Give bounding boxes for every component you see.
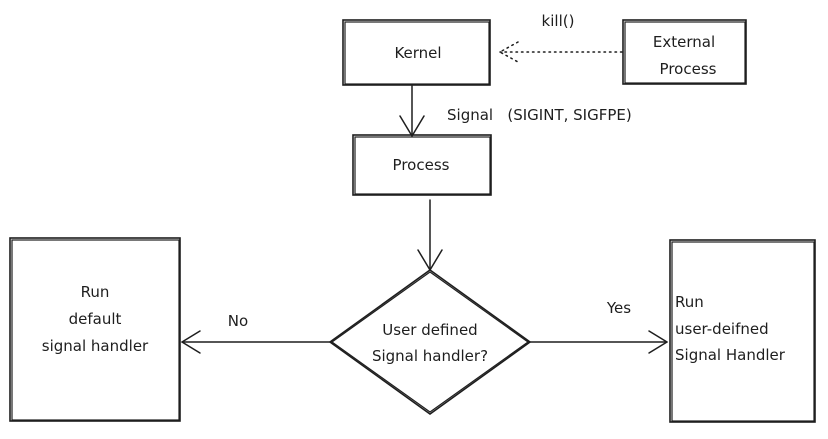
signal-label: Signal (SIGINT, SIGFPE) <box>447 106 632 124</box>
default-handler-line2: default <box>69 310 122 328</box>
external-process-label-line1: External <box>653 33 715 51</box>
decision-node: User defined Signal handler? <box>328 269 532 415</box>
decision-label-line1: User defined <box>382 321 477 339</box>
kill-edge: kill() <box>498 12 623 63</box>
external-process-label-line2: Process <box>660 60 717 78</box>
user-handler-node: Run user-deifned Signal Handler <box>669 239 816 423</box>
external-process-node: External Process <box>622 19 747 85</box>
yes-label: Yes <box>606 299 631 317</box>
yes-edge: Yes <box>529 299 668 354</box>
signal-edge: Signal (SIGINT, SIGFPE) <box>399 85 632 137</box>
kernel-node: Kernel <box>342 19 491 86</box>
process-node: Process <box>352 134 492 196</box>
decision-label-line2: Signal handler? <box>372 347 488 365</box>
process-label: Process <box>393 156 450 174</box>
process-to-decision-edge <box>417 199 443 271</box>
kill-label: kill() <box>542 12 575 30</box>
no-label: No <box>228 312 248 330</box>
default-handler-line1: Run <box>81 283 110 301</box>
no-edge: No <box>181 312 331 354</box>
user-handler-line3: Signal Handler <box>675 346 786 364</box>
user-handler-line1: Run <box>675 293 704 311</box>
default-handler-line3: signal handler <box>42 337 149 355</box>
default-handler-node: Run default signal handler <box>9 237 181 422</box>
kernel-label: Kernel <box>394 44 441 62</box>
user-handler-line2: user-deifned <box>675 320 769 338</box>
